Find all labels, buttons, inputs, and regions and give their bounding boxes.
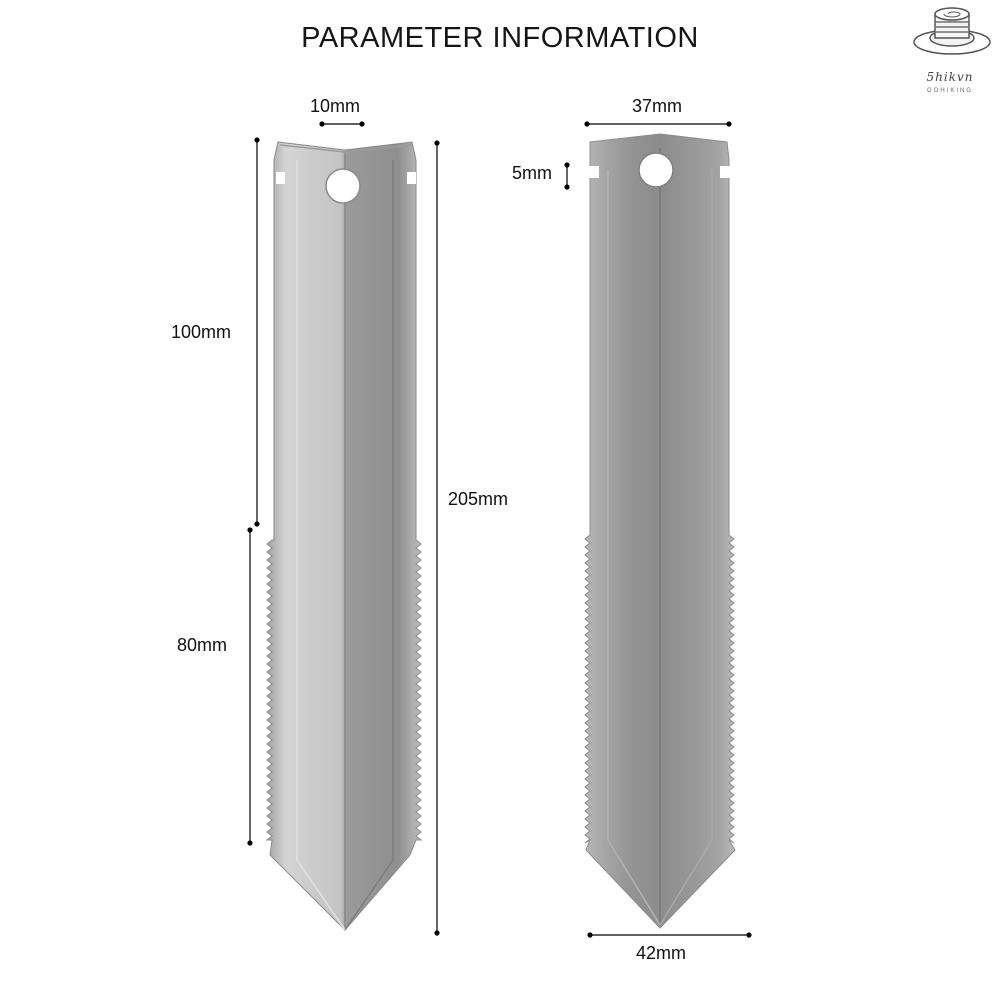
label-slot-depth: 5mm: [512, 163, 552, 183]
page-title: PARAMETER INFORMATION: [301, 22, 699, 54]
right-right-bevel: [659, 170, 713, 926]
right-left-bevel: [607, 170, 661, 926]
label-top-width: 37mm: [632, 96, 683, 116]
left-edge-shadow: [344, 160, 394, 931]
right-hang-hole: [638, 152, 674, 188]
front-left-notch: [589, 166, 599, 178]
blade-side-view: [265, 141, 423, 931]
logo-text: 5hikvn: [926, 70, 974, 84]
left-hang-hole: [325, 168, 361, 204]
blade-front-view: [584, 133, 736, 929]
label-total-length: 205mm: [448, 489, 509, 509]
spool-icon: [913, 7, 991, 55]
front-right-notch: [720, 166, 730, 178]
label-top-slot-width: 10mm: [310, 96, 361, 116]
logo-subtext: GOHIKING: [926, 88, 973, 94]
label-upper-length: 100mm: [171, 322, 232, 342]
brand-logo: 5hikvn GOHIKING: [905, 0, 1000, 105]
dimension-lines: [247, 121, 752, 938]
right-slot-notch: [407, 172, 416, 184]
label-bottom-width: 42mm: [636, 943, 687, 963]
label-serrated-length: 80mm: [177, 635, 228, 655]
left-top-fold: [279, 144, 413, 153]
left-slot-notch: [276, 172, 285, 184]
left-edge-highlight: [296, 160, 346, 931]
